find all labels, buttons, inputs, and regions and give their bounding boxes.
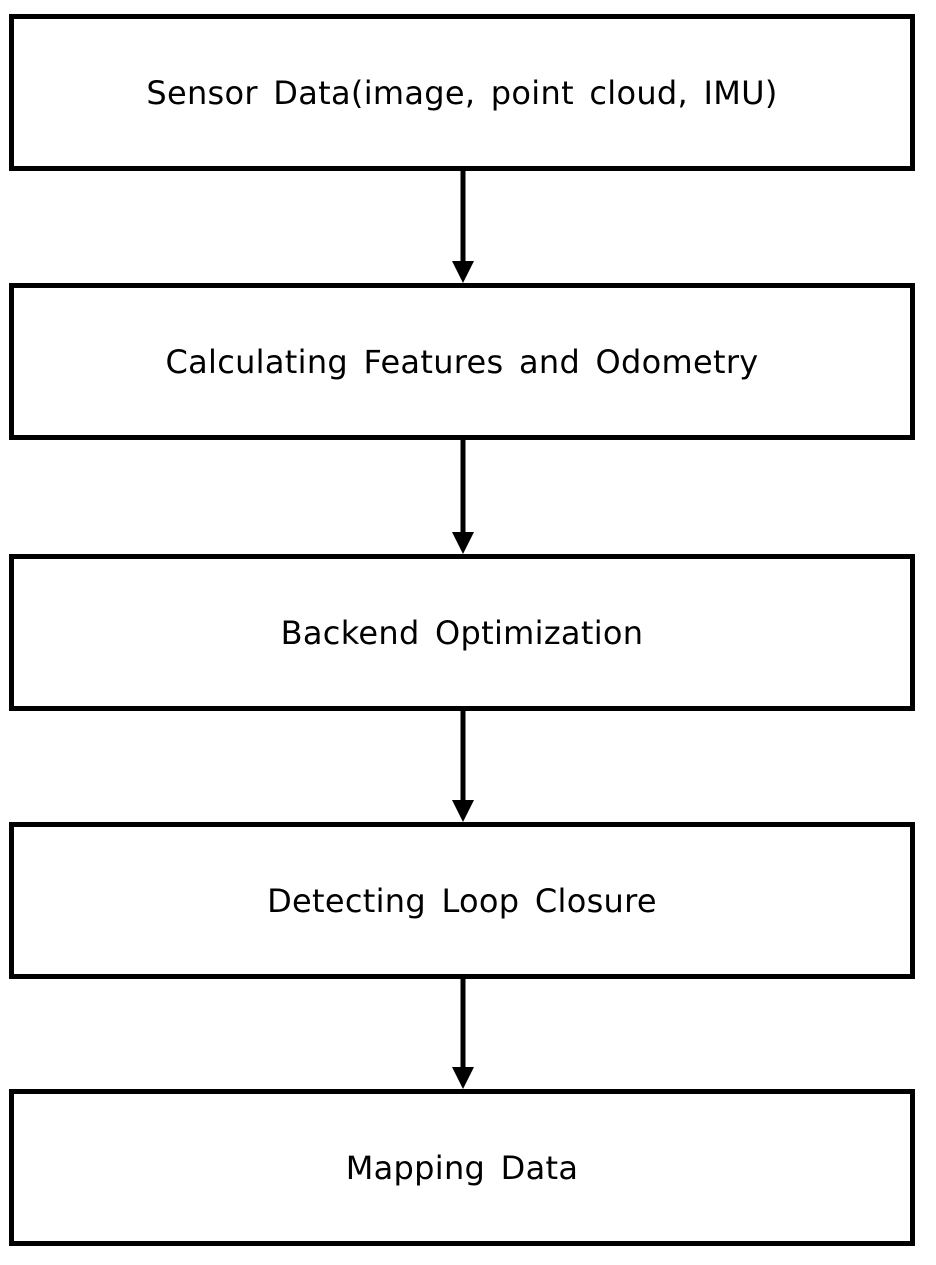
arrow-down-icon <box>448 440 478 554</box>
arrow-down-icon <box>448 171 478 283</box>
step-label: Detecting Loop Closure <box>267 881 657 920</box>
arrow-down-icon <box>448 979 478 1089</box>
step-label: Sensor Data(image, point cloud, IMU) <box>146 73 778 112</box>
step-sensor-data: Sensor Data(image, point cloud, IMU) <box>9 14 915 171</box>
step-detecting-loop-closure: Detecting Loop Closure <box>9 822 915 979</box>
arrow-down-icon <box>448 711 478 822</box>
step-label: Mapping Data <box>345 1148 579 1187</box>
step-mapping-data: Mapping Data <box>9 1089 915 1246</box>
step-calculating-features: Calculating Features and Odometry <box>9 283 915 440</box>
step-label: Calculating Features and Odometry <box>165 342 759 381</box>
step-label: Backend Optimization <box>280 613 644 652</box>
step-backend-optimization: Backend Optimization <box>9 554 915 711</box>
